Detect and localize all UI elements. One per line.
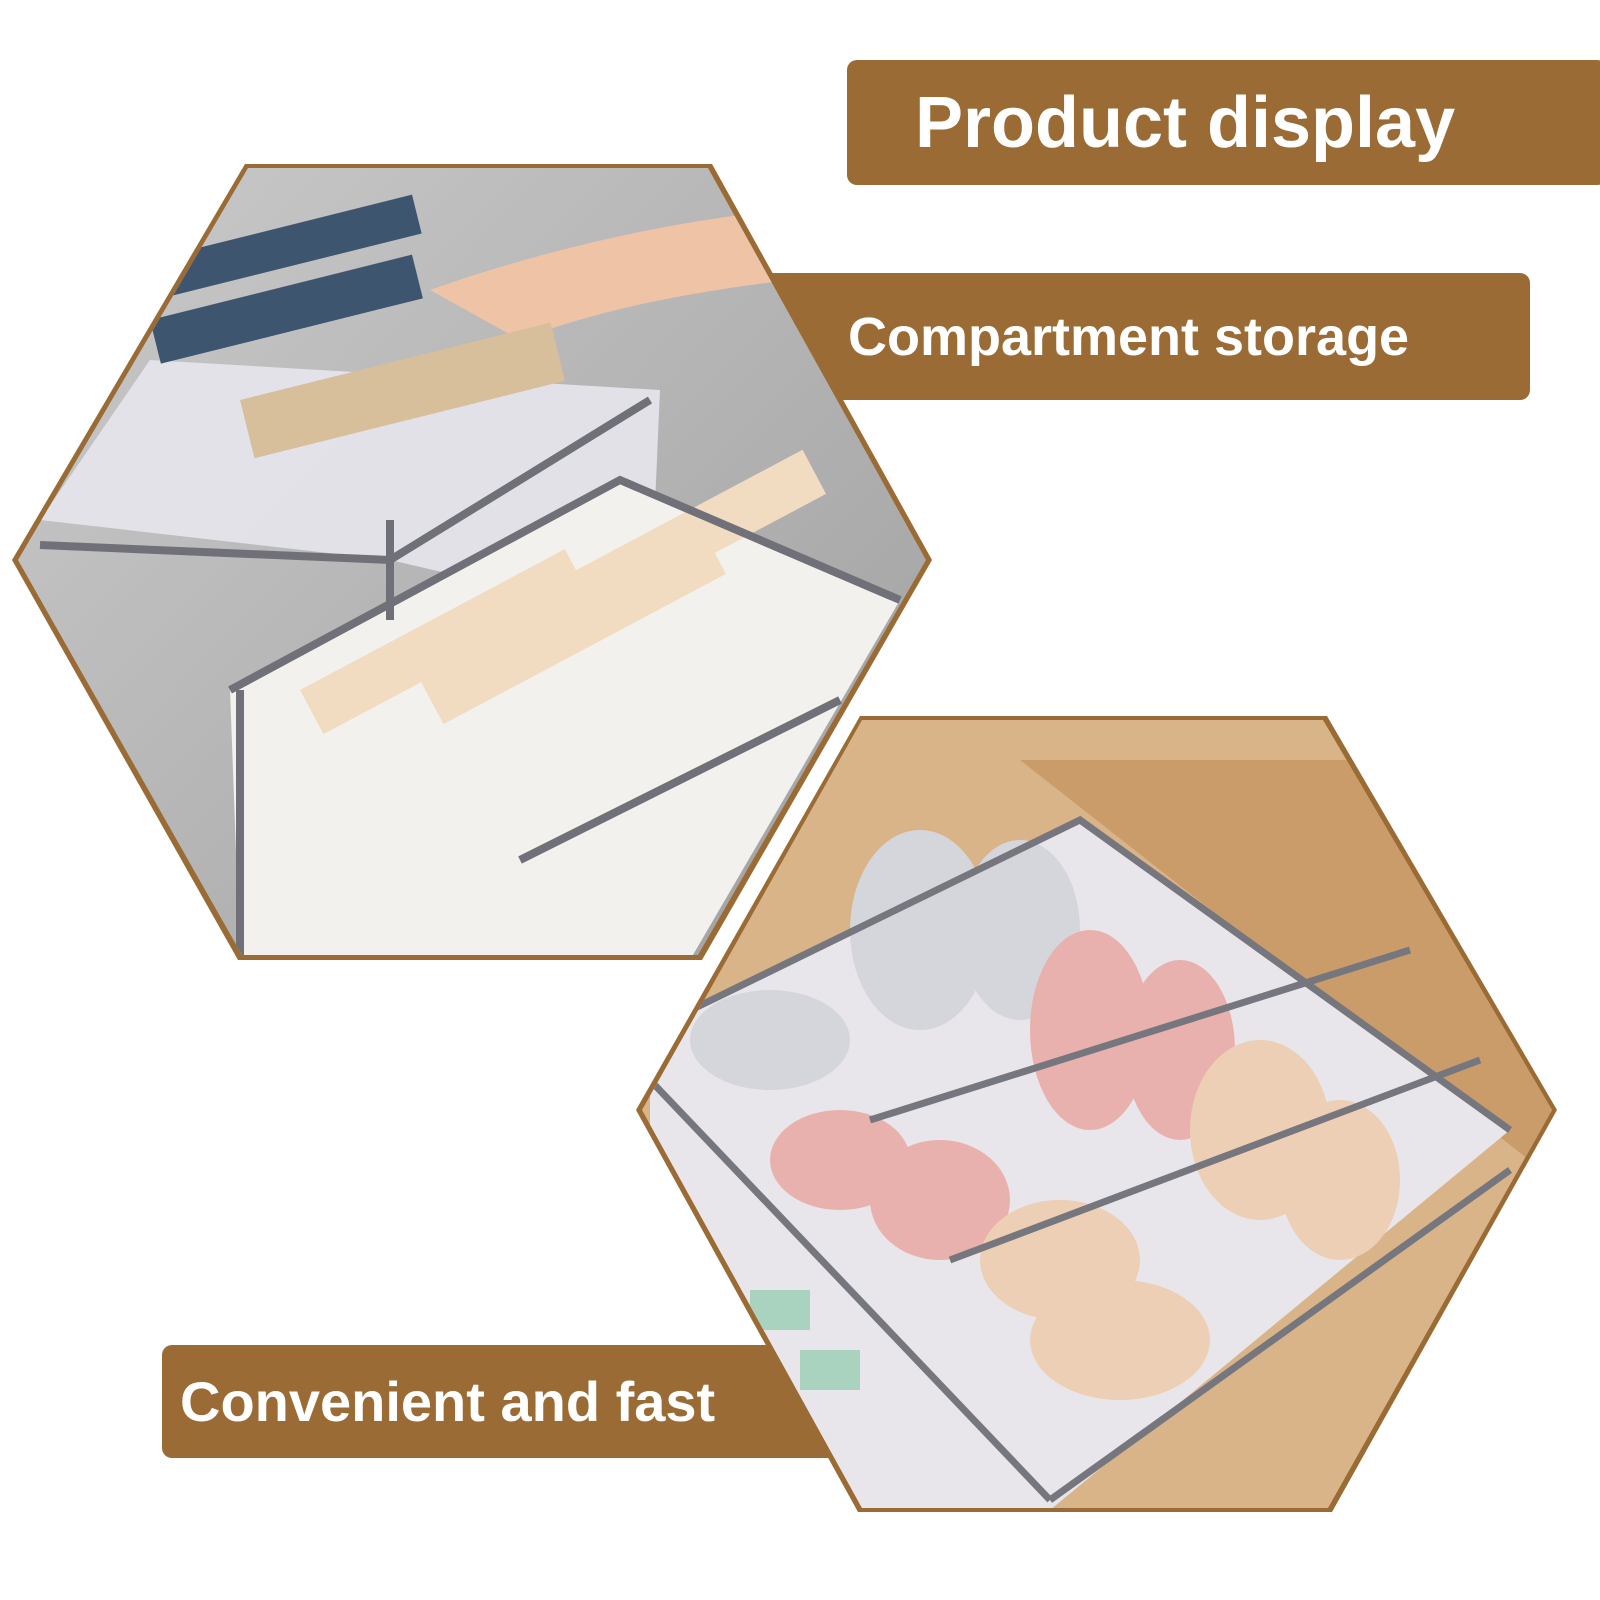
title-text: Product display	[915, 82, 1456, 163]
feature-banner-convenient: Convenient and fast	[162, 1345, 862, 1458]
underwear-drawer-organizer-photo	[636, 716, 1557, 1512]
feature-text: Convenient and fast	[180, 1370, 716, 1433]
clothing-organizer-photo	[12, 164, 932, 960]
title-banner: Product display	[847, 60, 1600, 185]
feature-text: Compartment storage	[848, 306, 1410, 367]
feature-banner-compartment: Compartment storage	[740, 273, 1530, 400]
